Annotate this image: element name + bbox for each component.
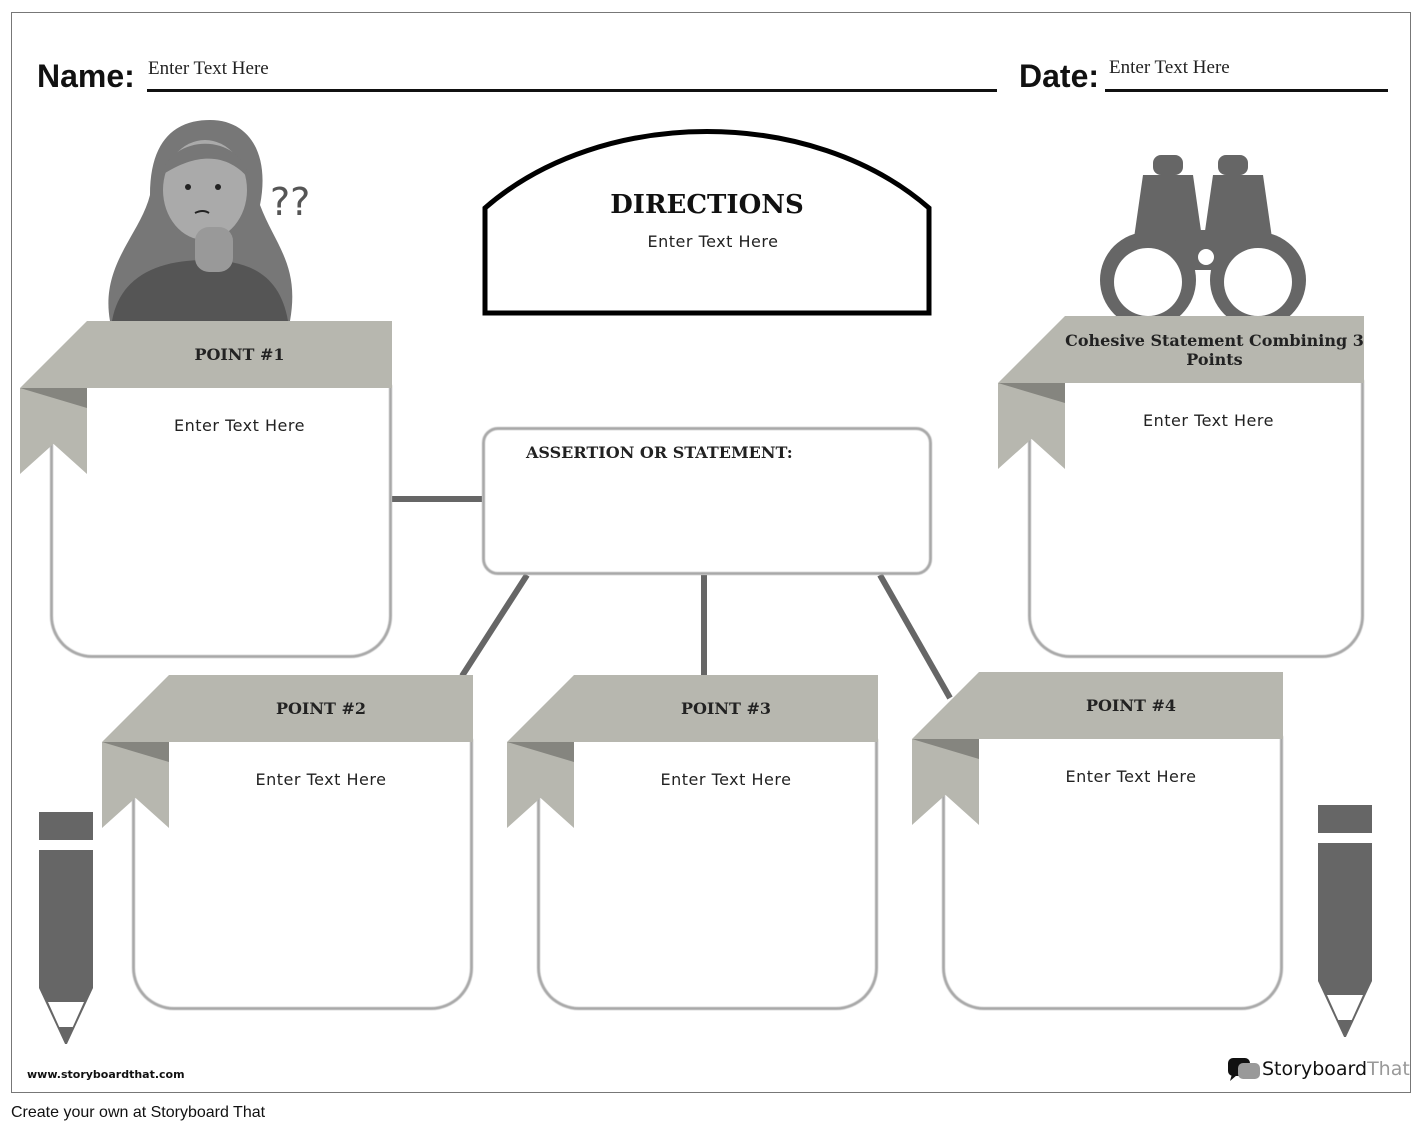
date-label: Date:: [1019, 58, 1100, 94]
card-title: POINT #3: [507, 675, 878, 742]
card-title: POINT #2: [102, 675, 473, 742]
card-text[interactable]: Enter Text Here: [1143, 411, 1274, 430]
directions-text[interactable]: Enter Text Here: [647, 232, 779, 251]
name-field[interactable]: Enter Text Here: [148, 58, 269, 79]
create-caption[interactable]: Create your own at Storyboard That: [11, 1104, 266, 1121]
card-text[interactable]: Enter Text Here: [1065, 767, 1197, 786]
date-line: [1105, 89, 1388, 92]
card-text[interactable]: Enter Text Here: [255, 770, 387, 789]
footer-url[interactable]: www.storyboardthat.com: [27, 1068, 185, 1081]
directions-title: DIRECTIONS: [610, 190, 804, 220]
card-title: Cohesive Statement Combining 3 Points: [998, 316, 1364, 383]
date-field[interactable]: Enter Text Here: [1109, 57, 1230, 78]
worksheet-frame: [11, 12, 1411, 1093]
directions-box: [482, 129, 932, 316]
card-text[interactable]: Enter Text Here: [660, 770, 792, 789]
point-1-card: POINT #1 Enter Text Here: [20, 321, 392, 658]
name-label: Name:: [37, 58, 135, 94]
card-title: POINT #4: [912, 672, 1283, 739]
pencil-icon: [1318, 805, 1372, 1037]
logo-text-storyboard: Storyboard: [1262, 1058, 1368, 1080]
name-line: [147, 89, 997, 92]
pencil-icon: [39, 812, 93, 1044]
card-text[interactable]: Enter Text Here: [174, 416, 305, 435]
card-title: POINT #1: [20, 321, 392, 388]
assertion-box: [482, 427, 932, 575]
point-2-card: POINT #2 Enter Text Here: [102, 675, 473, 1010]
binoculars-icon: [1100, 155, 1306, 320]
svg-text:??: ??: [270, 180, 310, 224]
point-4-card: POINT #4 Enter Text Here: [912, 672, 1283, 1010]
thinking-girl-illustration: ??: [108, 120, 310, 321]
point-3-card: POINT #3 Enter Text Here: [507, 675, 878, 1010]
speech-bubbles-icon: [1228, 1058, 1260, 1081]
cohesive-statement-card: Cohesive Statement Combining 3 Points En…: [998, 316, 1364, 658]
logo-text-that: That: [1367, 1058, 1410, 1080]
assertion-label: ASSERTION OR STATEMENT:: [526, 443, 793, 462]
